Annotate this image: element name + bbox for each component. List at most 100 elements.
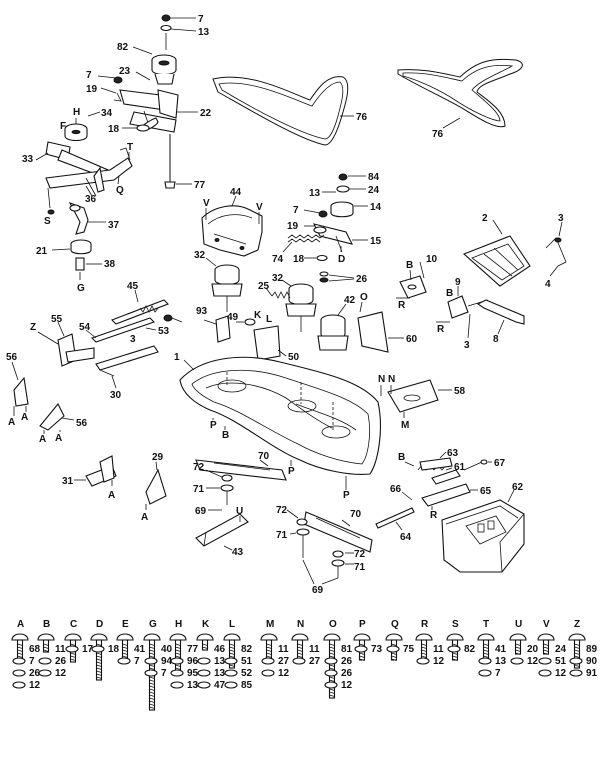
callout-R: R bbox=[430, 510, 438, 521]
blade-70-left bbox=[195, 459, 287, 481]
callout-K: K bbox=[254, 310, 262, 321]
callout-34: 34 bbox=[101, 108, 113, 119]
thread-mark bbox=[297, 646, 303, 649]
washer-icon bbox=[478, 669, 492, 677]
bracket-10 bbox=[399, 275, 427, 299]
hardware-item-number: 7 bbox=[495, 668, 501, 679]
thread-mark bbox=[175, 664, 181, 667]
bolt-head-icon bbox=[260, 633, 278, 641]
callout-32: 32 bbox=[272, 273, 284, 284]
thread-mark bbox=[391, 652, 397, 655]
thread-mark bbox=[329, 643, 335, 646]
bracket-2 bbox=[462, 235, 531, 287]
callout-B: B bbox=[446, 288, 453, 299]
thread-mark bbox=[17, 646, 23, 649]
spacer-38 bbox=[75, 257, 85, 271]
thread-mark bbox=[543, 643, 549, 646]
washer-icon bbox=[386, 645, 400, 653]
thread-mark bbox=[175, 643, 181, 646]
thread-mark bbox=[483, 646, 489, 649]
hardware-item-number: 41 bbox=[134, 644, 146, 655]
thread-mark bbox=[122, 646, 128, 649]
hardware-item-number: 27 bbox=[278, 656, 290, 667]
hardware-item-number: 12 bbox=[278, 668, 290, 679]
callout-58: 58 bbox=[454, 386, 466, 397]
thread-mark bbox=[229, 646, 235, 649]
thread-mark bbox=[96, 667, 102, 670]
bracket-58 bbox=[387, 379, 439, 413]
washer-icon bbox=[261, 669, 275, 677]
thread-mark bbox=[175, 649, 181, 652]
washer-icon bbox=[38, 669, 52, 677]
bolt-head-icon bbox=[446, 633, 464, 641]
callout-T: T bbox=[127, 142, 133, 153]
washer-icon bbox=[569, 669, 583, 677]
callout-29: 29 bbox=[152, 452, 164, 463]
hardware-item-number: 73 bbox=[371, 644, 383, 655]
callout-82: 82 bbox=[117, 42, 129, 53]
hardware-letter: K bbox=[202, 619, 210, 630]
bracket-9 bbox=[447, 295, 489, 319]
hardware-item-number: 13 bbox=[495, 656, 507, 667]
bracket-55 bbox=[57, 333, 95, 367]
hardware-item-number: 11 bbox=[278, 644, 289, 655]
bolt-head-icon bbox=[415, 633, 433, 641]
hardware-legend-row: A6872612B112612C17D18E417G40947H77969513… bbox=[11, 619, 598, 711]
callout-55: 55 bbox=[51, 314, 63, 325]
callout-19: 19 bbox=[86, 84, 98, 95]
rod-8 bbox=[476, 299, 525, 325]
thread-mark bbox=[122, 652, 128, 655]
callout-18: 18 bbox=[293, 254, 305, 265]
callout-Q: Q bbox=[116, 185, 124, 196]
thread-mark bbox=[515, 652, 521, 655]
rod-30 bbox=[95, 345, 159, 377]
hardware-item-number: 13 bbox=[214, 668, 226, 679]
bolt-head-icon bbox=[323, 633, 341, 641]
chute-60 bbox=[357, 311, 389, 353]
callout-71: 71 bbox=[276, 530, 288, 541]
hardware-item-number: 46 bbox=[214, 644, 226, 655]
callout-U: U bbox=[236, 506, 243, 517]
thread-mark bbox=[359, 643, 365, 646]
thread-mark bbox=[43, 649, 49, 652]
thread-mark bbox=[329, 652, 335, 655]
thread-mark bbox=[329, 667, 335, 670]
thread-mark bbox=[359, 652, 365, 655]
thread-mark bbox=[297, 649, 303, 652]
bolt-77 bbox=[164, 134, 176, 189]
callout-P: P bbox=[288, 466, 295, 477]
bolt-head-icon bbox=[143, 633, 161, 641]
bolt-head-icon bbox=[477, 633, 495, 641]
thread-mark bbox=[122, 655, 128, 658]
thread-mark bbox=[43, 643, 49, 646]
hardware-P: P73 bbox=[353, 619, 383, 661]
hardware-item-number: 68 bbox=[29, 644, 41, 655]
thread-mark bbox=[297, 643, 303, 646]
bolt-head-icon bbox=[537, 633, 555, 641]
hardware-item-number: 11 bbox=[55, 644, 66, 655]
hardware-item-number: 27 bbox=[309, 656, 321, 667]
callout-3: 3 bbox=[464, 340, 470, 351]
spring-74 bbox=[287, 234, 325, 243]
hardware-C: C17 bbox=[64, 619, 94, 663]
washer-icon bbox=[224, 657, 238, 665]
washer-icon bbox=[447, 645, 461, 653]
thread-mark bbox=[359, 658, 365, 661]
callout-23: 23 bbox=[119, 66, 131, 77]
hardware-item-number: 12 bbox=[55, 668, 67, 679]
bolt-head-icon bbox=[90, 633, 108, 641]
callout-A: A bbox=[108, 490, 115, 501]
callout-54: 54 bbox=[79, 322, 91, 333]
callout-76: 76 bbox=[356, 112, 368, 123]
blade-70-right bbox=[303, 511, 373, 553]
washer-icon bbox=[569, 657, 583, 665]
hardware-item-number: 12 bbox=[341, 680, 353, 691]
thread-mark bbox=[149, 682, 155, 685]
hardware-letter: U bbox=[515, 619, 522, 630]
